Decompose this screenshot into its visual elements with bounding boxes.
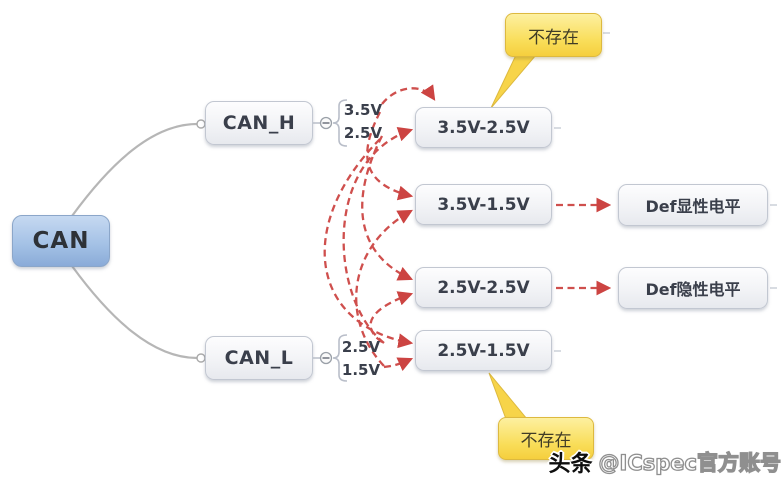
node-def-dominant[interactable]: Def显性电平 — [618, 184, 768, 226]
label-canh-2v5[interactable]: 2.5V — [343, 124, 383, 142]
callout-tail-top — [490, 54, 538, 109]
node-combo-3v5-1v5[interactable]: 3.5V-1.5V — [415, 184, 552, 225]
label-canh-3v5[interactable]: 3.5V — [343, 101, 383, 119]
callout-tail-bottom — [488, 372, 529, 420]
watermark-account: @ICspec官方账号 — [598, 450, 782, 475]
link-can-to-canh — [71, 122, 198, 217]
callout-not-exist-top[interactable]: 不存在 — [505, 13, 602, 57]
watermark: 头条 @ICspec官方账号 — [548, 446, 782, 478]
link-endpoint-circle — [196, 353, 206, 363]
callout-not-exist-bottom[interactable]: 不存在 — [498, 417, 594, 460]
link-can-to-canl — [71, 265, 198, 360]
node-combo-2v5-1v5[interactable]: 2.5V-1.5V — [415, 330, 552, 371]
node-combo-2v5-2v5[interactable]: 2.5V-2.5V — [415, 267, 552, 308]
watermark-platform: 头条 — [548, 452, 593, 477]
node-can-l[interactable]: CAN_L — [205, 336, 313, 380]
link-endpoint-circle — [196, 119, 206, 129]
node-def-recessive[interactable]: Def隐性电平 — [618, 267, 768, 309]
label-canl-1v5[interactable]: 1.5V — [341, 361, 381, 379]
node-combo-3v5-2v5[interactable]: 3.5V-2.5V — [415, 107, 552, 148]
node-can-h[interactable]: CAN_H — [205, 101, 313, 145]
label-canl-2v5[interactable]: 2.5V — [341, 338, 381, 356]
node-can-root[interactable]: CAN — [12, 215, 110, 267]
